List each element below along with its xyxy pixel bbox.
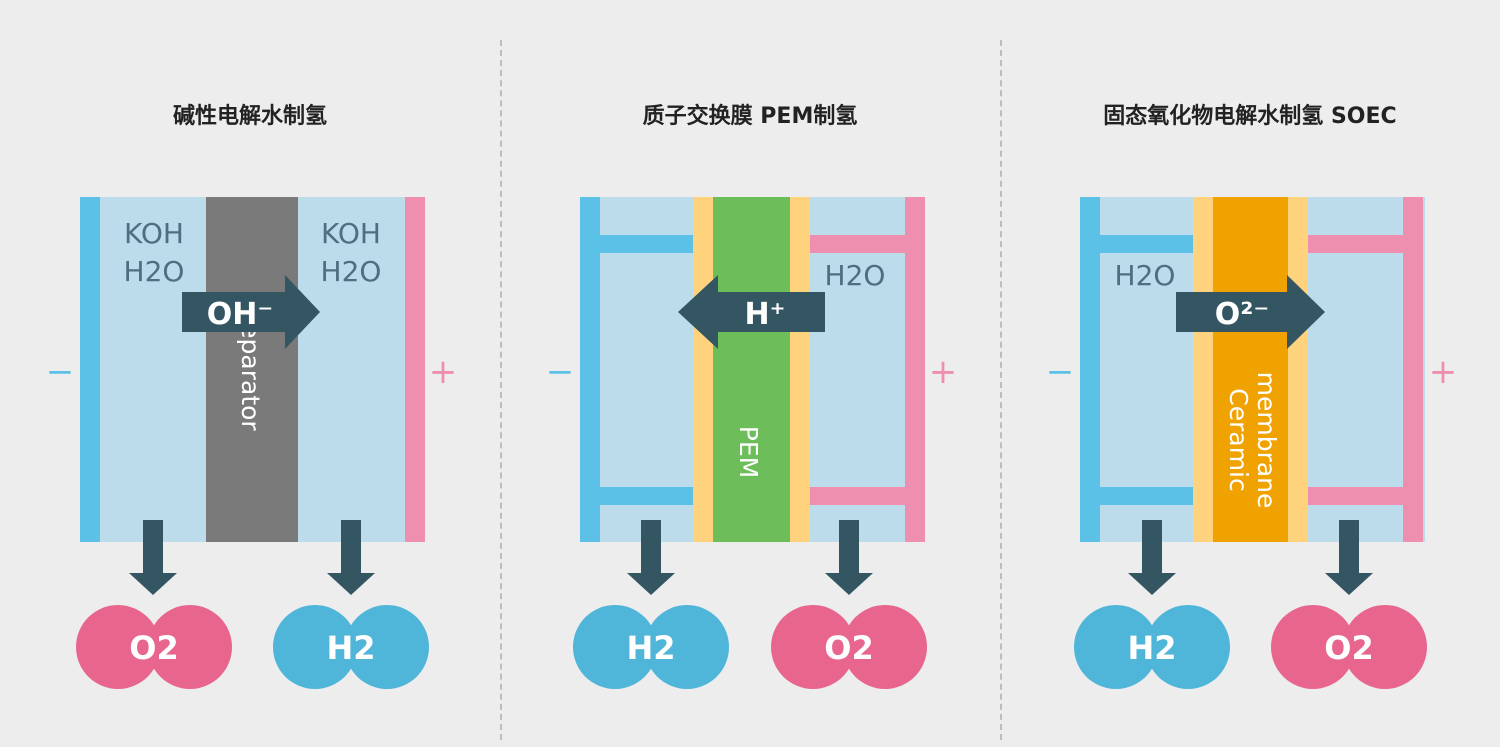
- pem-membrane: [713, 197, 790, 542]
- panel-pem: 质子交换膜 PEM制氢 PEM H2O H⁺ − +: [500, 0, 1000, 747]
- hydrogen-molecule: H2: [573, 605, 729, 689]
- plus-sign: +: [1429, 352, 1458, 392]
- right-output-arrow: [825, 520, 873, 595]
- panel-title: 固态氧化物电解水制氢 SOEC: [1103, 104, 1397, 129]
- anode-electrode: [905, 197, 925, 542]
- minus-sign: −: [46, 352, 75, 392]
- soec-cell-svg: Ceramic membrane H2O O²⁻ − + H2 O2: [1046, 197, 1458, 689]
- ion-arrow-right: [182, 275, 320, 349]
- left-output-arrow: [129, 520, 177, 595]
- ion-label: OH⁻: [207, 297, 273, 332]
- minus-sign: −: [546, 352, 575, 392]
- panel-divider-1: [500, 40, 502, 740]
- left-electrolyte-label-2: H2O: [124, 255, 185, 288]
- ceramic-label-line-1: Ceramic: [1224, 388, 1253, 491]
- cathode-electrode: [580, 197, 600, 542]
- cathode-electrode: [1080, 197, 1100, 542]
- anode-electrode: [1403, 197, 1423, 542]
- ion-arrow-left: [678, 275, 825, 349]
- ion-label: O²⁻: [1215, 297, 1269, 332]
- panel-alkaline: 碱性电解水制氢 Separator KOH H2O KOH H2O OH⁻ − …: [0, 0, 500, 747]
- hydrogen-molecule: H2: [1074, 605, 1230, 689]
- plus-sign: +: [429, 352, 458, 392]
- anode-electrode: [405, 197, 425, 542]
- ceramic-label-line-2: membrane: [1252, 372, 1281, 509]
- cathode-flow-bar-top: [600, 235, 693, 253]
- anode-flow-bar-top: [1308, 235, 1403, 253]
- oxygen-molecule: O2: [1271, 605, 1427, 689]
- oxygen-label: O2: [1324, 629, 1373, 667]
- minus-sign: −: [1046, 352, 1075, 392]
- ion-label: H⁺: [745, 297, 786, 332]
- right-output-arrow: [327, 520, 375, 595]
- panel-title: 碱性电解水制氢: [172, 104, 327, 129]
- cathode-flow-bar-top: [1100, 235, 1193, 253]
- ceramic-membrane: [1213, 197, 1288, 542]
- right-electrolyte-label-2: H2O: [321, 255, 382, 288]
- left-output-arrow: [627, 520, 675, 595]
- anode-flow-bar-top: [810, 235, 905, 253]
- panel-title: 质子交换膜 PEM制氢: [642, 104, 858, 129]
- alkaline-cell-svg: Separator KOH H2O KOH H2O OH⁻ − + O2 H2: [46, 197, 458, 689]
- anode-flow-bar-bottom: [810, 487, 905, 505]
- hydrogen-label: H2: [326, 629, 375, 667]
- cathode-electrode: [80, 197, 100, 542]
- plus-sign: +: [929, 352, 958, 392]
- panel-soec: 固态氧化物电解水制氢 SOEC Ceramic membrane H2O O²⁻…: [1000, 0, 1500, 747]
- oxygen-label: O2: [129, 629, 178, 667]
- anode-flow-bar-bottom: [1308, 487, 1403, 505]
- pem-label: PEM: [734, 426, 763, 478]
- cathode-flow-bar-bottom: [1100, 487, 1193, 505]
- left-electrolyte-label: H2O: [1115, 259, 1176, 292]
- oxygen-label: O2: [824, 629, 873, 667]
- separator-membrane: [206, 197, 298, 542]
- left-electrolyte-label-1: KOH: [124, 217, 184, 250]
- right-electrolyte-label-1: KOH: [321, 217, 381, 250]
- left-output-arrow: [1128, 520, 1176, 595]
- hydrogen-label: H2: [1127, 629, 1176, 667]
- oxygen-molecule: O2: [771, 605, 927, 689]
- right-output-arrow: [1325, 520, 1373, 595]
- hydrogen-label: H2: [626, 629, 675, 667]
- cathode-flow-bar-bottom: [600, 487, 693, 505]
- pem-cell-svg: PEM H2O H⁺ − + H2 O2: [546, 197, 958, 689]
- hydrogen-molecule: H2: [273, 605, 429, 689]
- ion-arrow-right: [1176, 275, 1325, 349]
- right-electrolyte-label: H2O: [825, 259, 886, 292]
- panel-divider-2: [1000, 40, 1002, 740]
- oxygen-molecule: O2: [76, 605, 232, 689]
